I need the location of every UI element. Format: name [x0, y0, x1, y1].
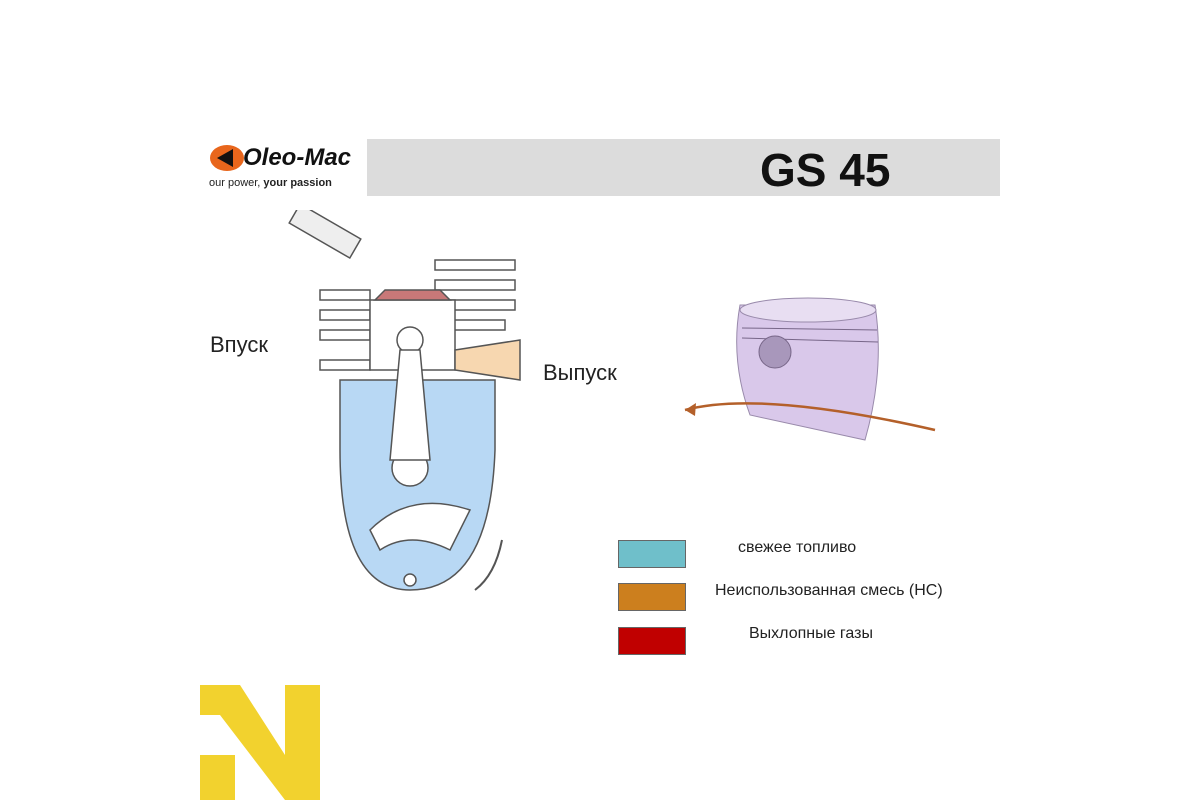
rotation-arrow-icon — [474, 539, 503, 591]
legend-label-unused-mixture: Неиспользованная смесь (НС) — [715, 582, 943, 599]
legend-label-exhaust-gases: Выхлопные газы — [749, 625, 873, 642]
exhaust-port — [454, 339, 521, 381]
legend-swatch-exhaust-gases — [618, 627, 686, 655]
intake-label: Впуск — [210, 332, 268, 357]
oleo-mac-logo-icon — [210, 145, 244, 171]
watermark-logo-icon — [200, 685, 320, 800]
page-title: GS 45 — [760, 144, 891, 196]
engine-cross-section-diagram — [288, 210, 521, 591]
piston-illustration — [684, 297, 936, 441]
brand-tagline: our power, your passion — [209, 177, 332, 189]
legend-label-fresh-fuel: свежее топливо — [738, 539, 857, 556]
combustion-chamber — [373, 289, 452, 301]
exhaust-label: Выпуск — [543, 360, 617, 385]
brand-logo-text: Oleo-Mac — [243, 144, 352, 171]
header-bar — [367, 139, 1000, 196]
legend-swatch-unused-mixture — [618, 583, 686, 611]
spark-plug-icon — [288, 210, 362, 260]
gas-flow-arrow-icon — [684, 402, 936, 432]
legend-swatch-fresh-fuel — [618, 540, 686, 568]
